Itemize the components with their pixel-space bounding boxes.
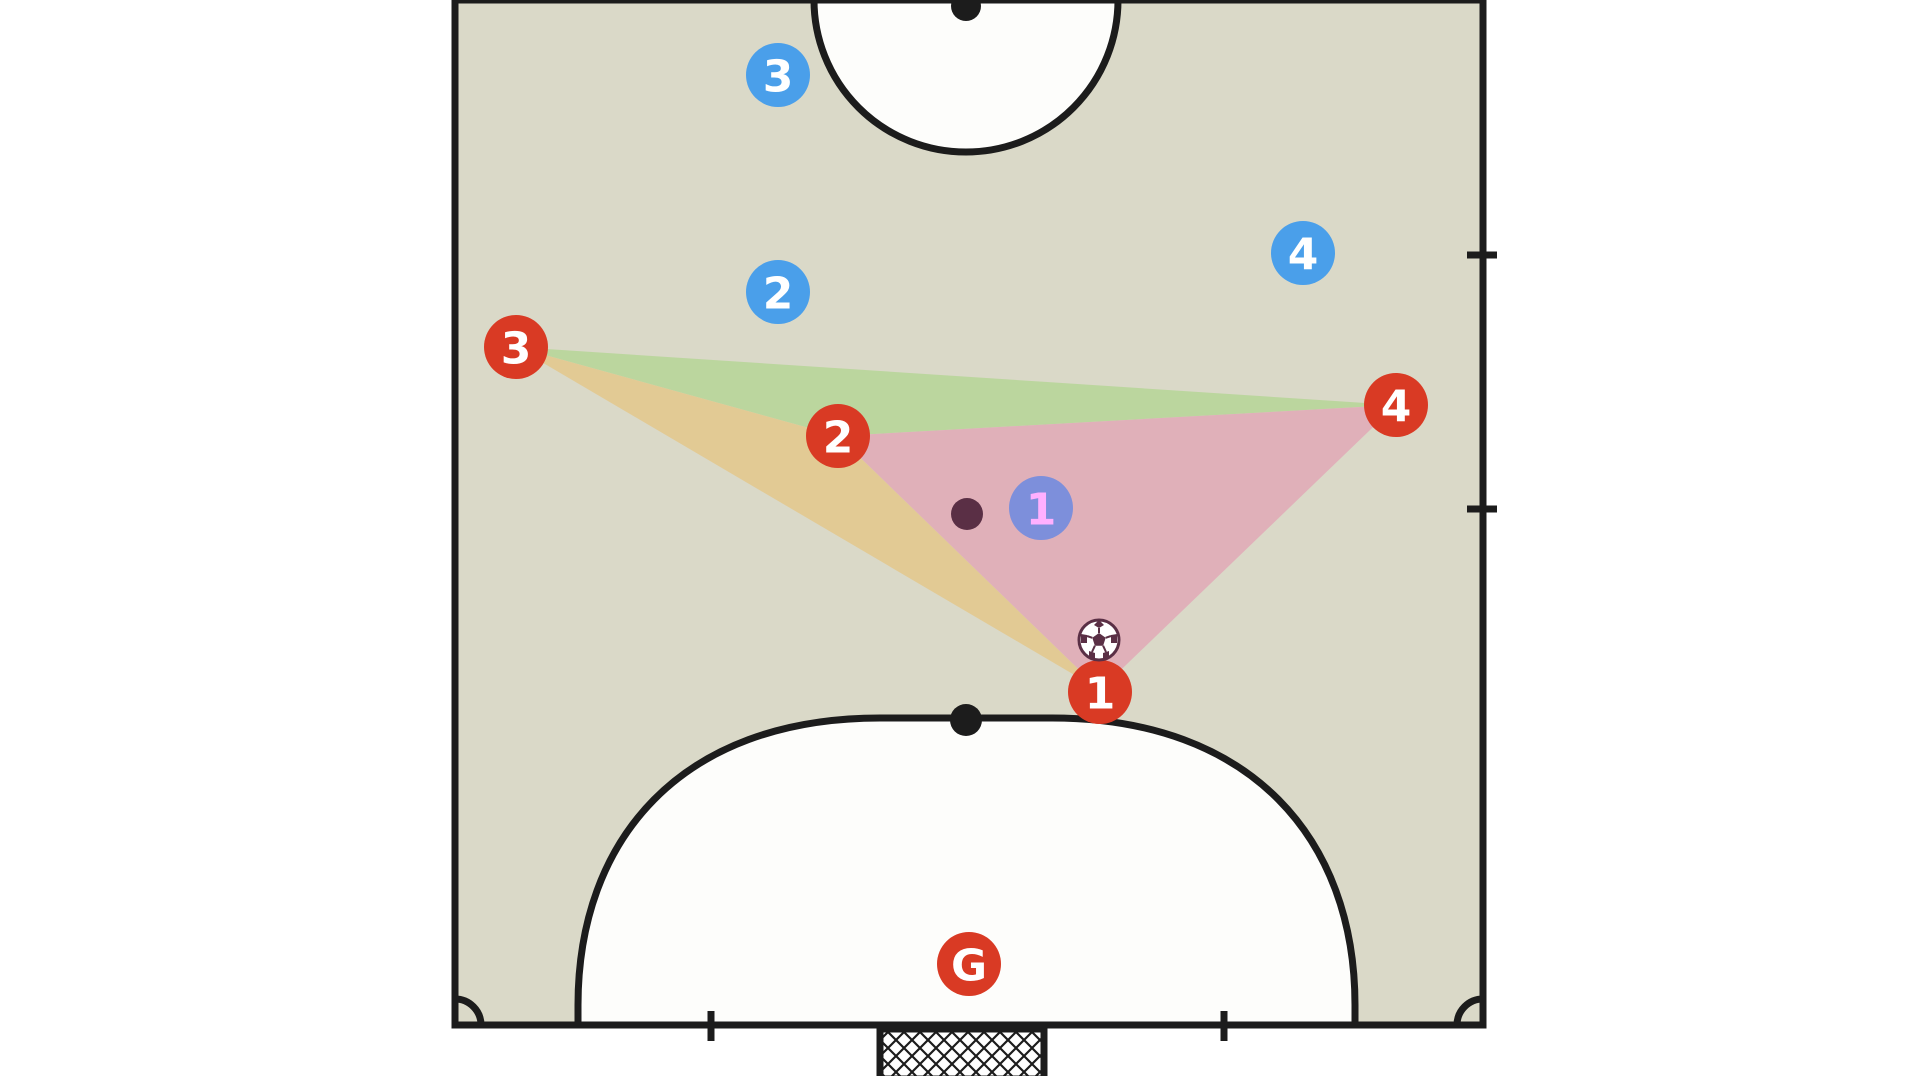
passing-zone-pink — [838, 405, 1396, 690]
player-label: 1 — [1085, 669, 1116, 720]
player-red-2: 2 — [806, 404, 870, 468]
player-label: 3 — [501, 324, 532, 375]
player-label: 4 — [1381, 382, 1412, 433]
player-label: G — [951, 941, 987, 992]
penalty-area — [574, 714, 1359, 1029]
corner-arc-right — [1453, 995, 1484, 1026]
goal-net — [876, 1025, 1048, 1076]
player-label: 2 — [823, 413, 854, 464]
player-red-goalkeeper: G — [937, 932, 1001, 996]
player-label: 1 — [1026, 485, 1057, 536]
soccer-ball-icon — [1077, 618, 1121, 662]
passing-zone-orange — [516, 347, 1100, 690]
player-blue-4: 4 — [1271, 221, 1335, 285]
marker-dot-icon — [951, 498, 983, 530]
player-red-4: 4 — [1364, 373, 1428, 437]
passing-zone-green — [516, 347, 1396, 436]
player-label: 3 — [763, 52, 794, 103]
player-blue-3: 3 — [746, 43, 810, 107]
corner-arc-left — [454, 995, 485, 1026]
player-red-1: 1 — [1068, 660, 1132, 724]
penalty-spot — [950, 704, 982, 736]
player-red-3: 3 — [484, 315, 548, 379]
player-blue-2: 2 — [746, 260, 810, 324]
player-purple-1: 1 — [1009, 476, 1073, 540]
player-label: 4 — [1288, 230, 1319, 281]
player-label: 2 — [763, 269, 794, 320]
center-spot — [951, 0, 981, 21]
center-circle — [810, 0, 1122, 156]
